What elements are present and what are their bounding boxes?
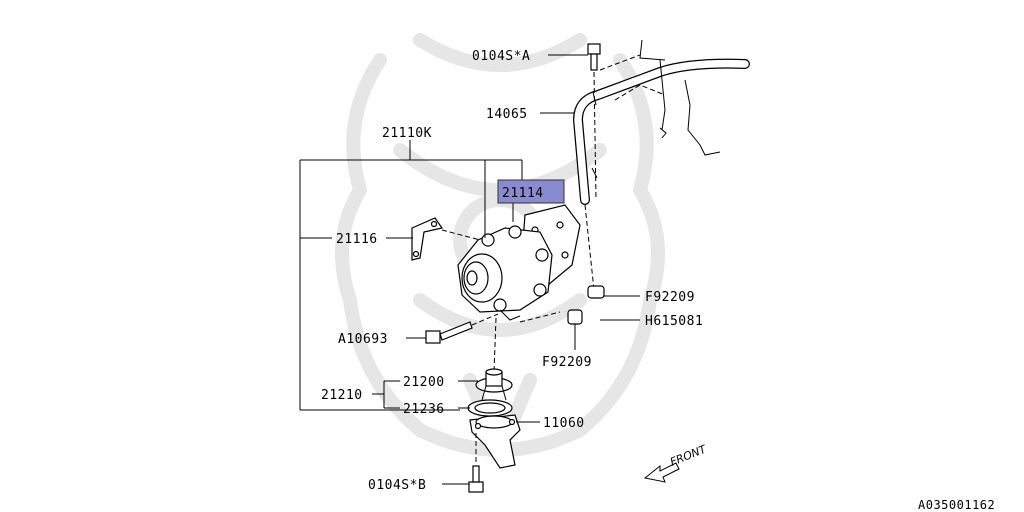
label-clamp-top[interactable]: F92209 xyxy=(645,290,695,305)
gasket-highlight xyxy=(497,179,565,204)
front-arrow: FRONT xyxy=(643,442,709,483)
stud-bolt xyxy=(425,321,473,344)
label-hose[interactable]: H615081 xyxy=(645,314,703,329)
label-pipe[interactable]: 14065 xyxy=(486,107,528,122)
catalog-code: A035001162 xyxy=(918,498,995,512)
front-label: FRONT xyxy=(668,442,709,469)
label-thermo-case[interactable]: 11060 xyxy=(543,416,585,431)
label-clamp-bottom[interactable]: F92209 xyxy=(542,355,592,370)
water-pipe xyxy=(572,39,750,205)
water-pump xyxy=(457,225,553,321)
thermostat-gasket xyxy=(467,399,513,417)
label-bolt-a[interactable]: 0104S*A xyxy=(472,49,530,64)
label-stud-bolt[interactable]: A10693 xyxy=(338,332,388,347)
label-bolt-b[interactable]: 0104S*B xyxy=(368,478,426,493)
bolt-b xyxy=(468,465,484,493)
label-thermostat[interactable]: 21200 xyxy=(403,375,445,390)
bolt-a xyxy=(587,43,601,71)
label-bracket[interactable]: 21116 xyxy=(336,232,378,247)
bracket xyxy=(411,217,444,261)
thermostat xyxy=(475,368,513,401)
label-pump-assy[interactable]: 21110K xyxy=(382,126,432,141)
label-gasket[interactable]: 21114 xyxy=(502,186,544,201)
bypass-hose xyxy=(567,285,605,329)
label-thermostat-assy[interactable]: 21210 xyxy=(321,388,363,403)
label-thermo-gasket[interactable]: 21236 xyxy=(403,402,445,417)
leader-lines xyxy=(299,54,640,485)
